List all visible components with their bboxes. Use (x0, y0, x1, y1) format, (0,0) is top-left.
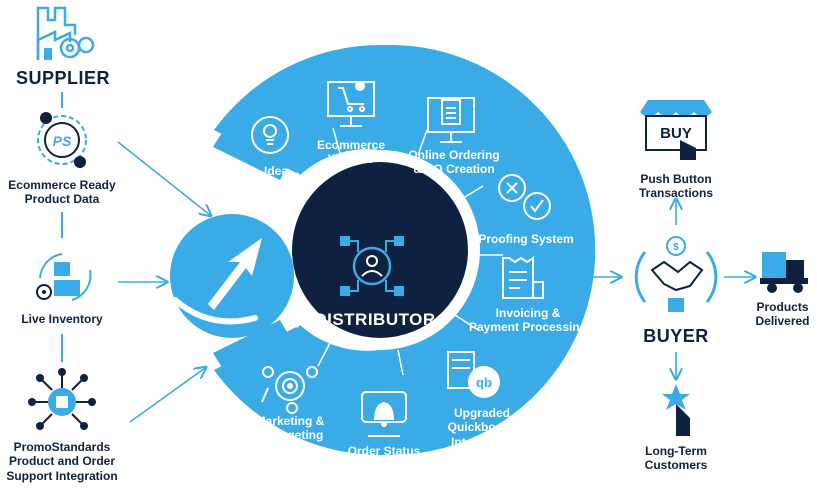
receipt-icon (502, 256, 544, 299)
buy-storefront-icon: BUY (640, 100, 712, 160)
buy-badge: BUY (660, 125, 692, 142)
outcome-long-term-label: Long-Term Customers (644, 444, 708, 473)
ring-dividers (267, 127, 503, 376)
supplier-item-promostandards-label: PromoStandards Product and Order Support… (6, 440, 118, 483)
qb-badge: qb (476, 375, 492, 390)
buyer-title: BUYER (643, 326, 709, 346)
feature-marketing-label: Marketing & Retargeting Integrations (255, 414, 325, 457)
monitor-document-icon (427, 97, 475, 143)
handshake-dollar-icon: $ (634, 236, 718, 312)
supplier-item-live-inventory-label: Live Inventory (21, 312, 103, 326)
distributor-title: DISTRIBUTOR (314, 310, 436, 329)
supplier-title: SUPPLIER (15, 68, 111, 88)
star-touch-icon (662, 384, 690, 436)
inflow-arrow-icon (208, 238, 262, 310)
outcome-products-delivered-label: Products Delivered (755, 300, 810, 329)
marketing-target-icon (261, 366, 318, 414)
supplier-item-product-data-label: Ecommerce Ready Product Data (8, 178, 116, 207)
approve-reject-icon (498, 174, 551, 220)
inflow-swoosh (172, 297, 258, 325)
monitor-cart-icon (327, 81, 375, 127)
delivery-truck-icon (760, 252, 808, 293)
distributor-network-icon (340, 236, 404, 296)
svg-text:$: $ (673, 242, 679, 253)
network-integration-icon (28, 368, 96, 430)
inventory-boxes-icon (36, 253, 92, 301)
gear-product-data-icon: PS (37, 112, 87, 168)
bell-notification-icon (361, 391, 407, 437)
outcome-push-button-label: Push Button Transactions (638, 172, 714, 201)
ps-badge: PS (53, 133, 72, 149)
feature-quickbooks-label: Upgraded Quickbooks Integration (447, 406, 517, 449)
feature-order-status-label: Order Status & Shipping Notifications (347, 444, 421, 487)
feature-invoicing-label: Invoicing & Payment Processing (468, 306, 588, 335)
feature-proofing-system-label: Proofing System (478, 232, 574, 246)
lightbulb-icon (251, 116, 289, 154)
supplier-arrows (117, 141, 210, 423)
buyer-flow-arrows (588, 200, 754, 378)
factory-gears-icon (36, 6, 95, 60)
feature-online-ordering-label: Online Ordering & PO Creation (408, 148, 500, 177)
quickbooks-icon: qb (447, 351, 500, 398)
feature-idea-generator-label: Idea Generator (247, 164, 305, 193)
feature-ecommerce-website-label: Ecommerce Website (316, 138, 386, 167)
